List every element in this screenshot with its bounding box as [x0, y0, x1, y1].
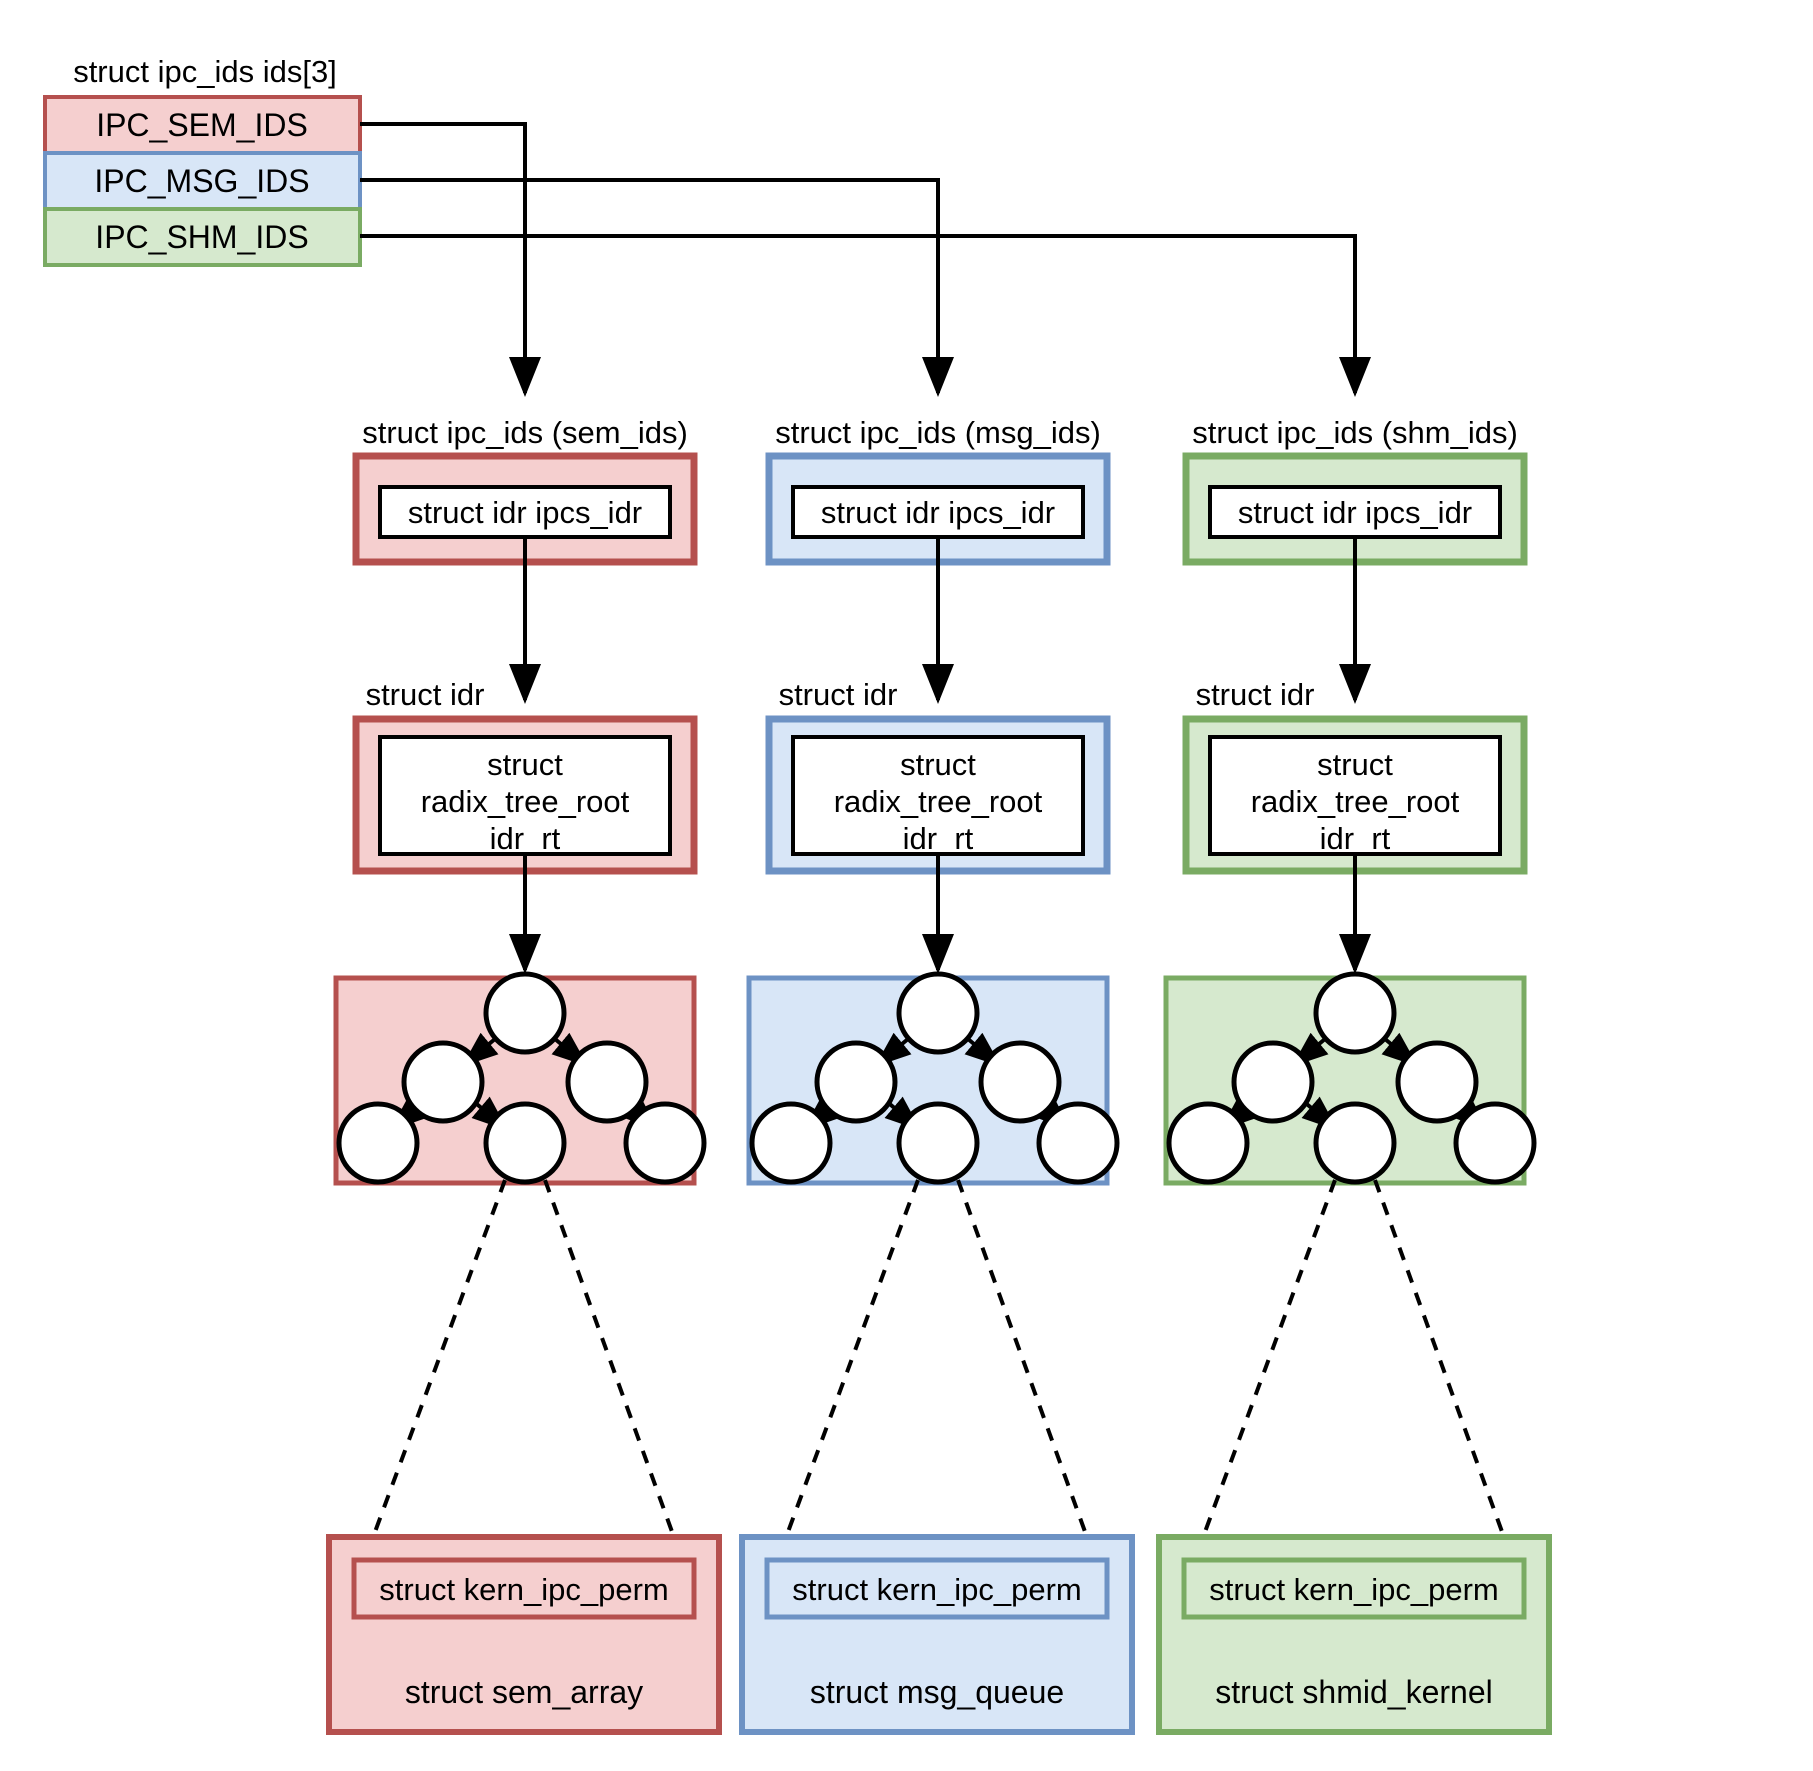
msg-ipcs-idr-field-box [791, 485, 1085, 539]
array-entry-shm-box [43, 207, 362, 267]
msg-dashed-left [783, 1179, 920, 1541]
msg-object-label: struct msg_queue [810, 1674, 1064, 1710]
array-entry-msg-label: IPC_MSG_IDS [94, 163, 309, 199]
sem-tree-node-ll [336, 1101, 420, 1185]
shm-radix-box [1208, 735, 1502, 856]
shm-ipcs-idr-field-label: struct idr ipcs_idr [1238, 495, 1472, 530]
sem-perm-label: struct kern_ipc_perm [379, 1572, 668, 1607]
msg-object-box[interactable]: struct kern_ipc_perm struct msg_queue [739, 1534, 1135, 1735]
connector-msg-to-column [360, 178, 954, 397]
msg-ipc-ids-box[interactable]: struct idr ipcs_idr [765, 452, 1111, 566]
msg-tree-node-l [814, 1040, 898, 1124]
msg-radix-line2: radix_tree_root [834, 784, 1043, 819]
shm-idr-box[interactable]: struct radix_tree_root idr_rt [1182, 715, 1528, 875]
shm-tree-node-lr [1313, 1101, 1397, 1185]
msg-idr-box[interactable]: struct radix_tree_root idr_rt [765, 715, 1111, 875]
array-entry-sem[interactable]: IPC_SEM_IDS [43, 95, 362, 155]
shm-radix-line3: idr_rt [1320, 821, 1391, 856]
top-array-title: struct ipc_ids ids[3] [73, 54, 337, 89]
sem-dashed-right [543, 1179, 677, 1541]
msg-ipc-ids-caption: struct ipc_ids (msg_ids) [775, 415, 1101, 450]
sem-dashed-left [370, 1179, 507, 1541]
sem-radix-line2: radix_tree_root [421, 784, 630, 819]
shm-perm-box [1181, 1557, 1527, 1620]
msg-tree-node-r [978, 1040, 1062, 1124]
sem-object-box[interactable]: struct kern_ipc_perm struct sem_array [326, 1534, 722, 1735]
sem-tree-node-r [565, 1040, 649, 1124]
sem-tree-node-root [483, 971, 567, 1055]
shm-object-label: struct shmid_kernel [1215, 1674, 1492, 1710]
sem-idr-caption: struct idr [366, 677, 485, 712]
shm-radix-line2: radix_tree_root [1251, 784, 1460, 819]
sem-ipcs-idr-field-label: struct idr ipcs_idr [408, 495, 642, 530]
msg-tree-node-rr [1036, 1101, 1120, 1185]
shm-idr-caption: struct idr [1196, 677, 1315, 712]
shm-dashed-left [1200, 1179, 1337, 1541]
msg-perm-box [764, 1557, 1110, 1620]
msg-ipcs-idr-field-label: struct idr ipcs_idr [821, 495, 1055, 530]
msg-tree-node-ll [749, 1101, 833, 1185]
shm-perm-label: struct kern_ipc_perm [1209, 1572, 1498, 1607]
shm-tree-node-ll [1166, 1101, 1250, 1185]
shm-object-box[interactable]: struct kern_ipc_perm struct shmid_kernel [1156, 1534, 1552, 1735]
msg-perm-label: struct kern_ipc_perm [792, 1572, 1081, 1607]
connector-sem-to-column [360, 122, 541, 397]
sem-idr-box[interactable]: struct radix_tree_root idr_rt [352, 715, 698, 875]
array-entry-shm[interactable]: IPC_SHM_IDS [43, 207, 362, 267]
msg-radix-line3: idr_rt [903, 821, 974, 856]
connector-shm-to-column [360, 234, 1371, 397]
shm-ipc-ids-caption: struct ipc_ids (shm_ids) [1192, 415, 1518, 450]
sem-object-label: struct sem_array [405, 1674, 643, 1710]
msg-dashed-right [956, 1179, 1090, 1541]
sem-ipc-ids-caption: struct ipc_ids (sem_ids) [362, 415, 688, 450]
shm-tree-node-rr [1453, 1101, 1537, 1185]
shm-tree-node-r [1395, 1040, 1479, 1124]
shm-dashed-right [1373, 1179, 1507, 1541]
sem-tree-node-rr [623, 1101, 707, 1185]
array-entry-shm-label: IPC_SHM_IDS [95, 219, 308, 255]
shm-radix-line1: struct [1317, 747, 1393, 782]
array-entry-msg[interactable]: IPC_MSG_IDS [43, 151, 362, 211]
array-entry-sem-label: IPC_SEM_IDS [96, 107, 308, 143]
shm-tree-node-l [1231, 1040, 1315, 1124]
msg-tree-node-lr [896, 1101, 980, 1185]
sem-tree-node-lr [483, 1101, 567, 1185]
msg-tree-node-root [896, 971, 980, 1055]
sem-radix-line3: idr_rt [490, 821, 561, 856]
shm-tree-node-root [1313, 971, 1397, 1055]
msg-idr-caption: struct idr [779, 677, 898, 712]
sem-tree-node-l [401, 1040, 485, 1124]
sem-perm-box [351, 1557, 697, 1620]
sem-radix-line1: struct [487, 747, 563, 782]
msg-radix-line1: struct [900, 747, 976, 782]
sem-radix-box [378, 735, 672, 856]
